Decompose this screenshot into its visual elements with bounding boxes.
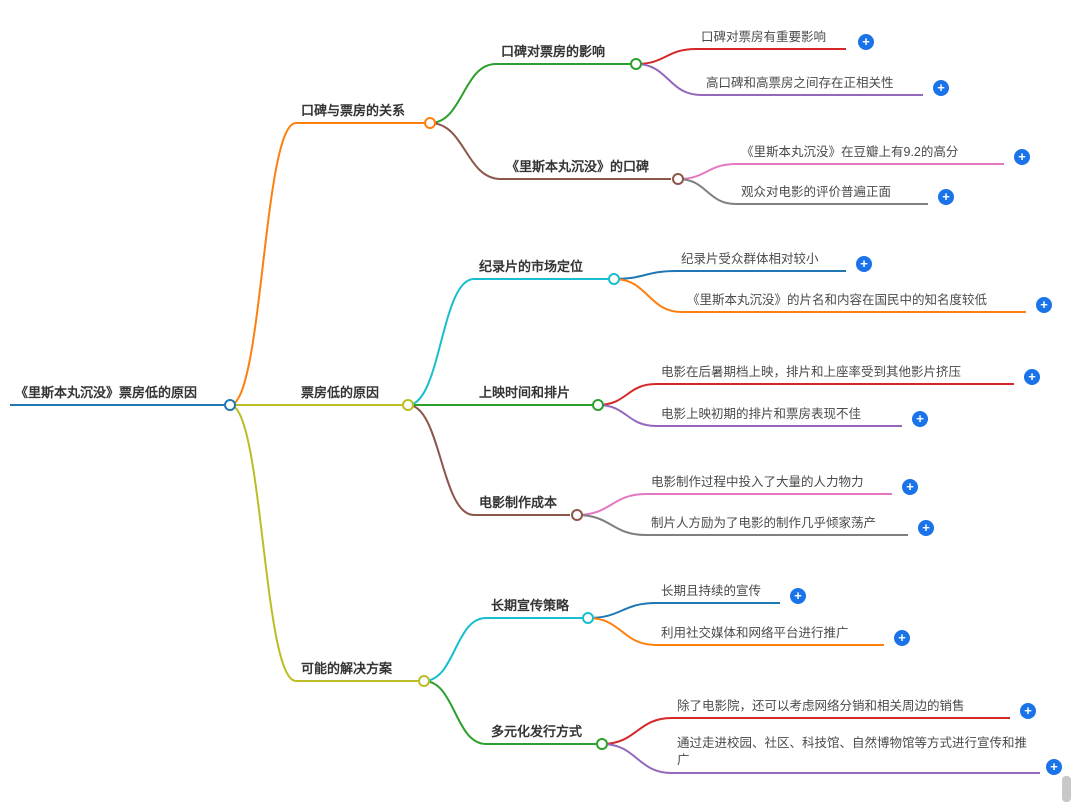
node-junction-circle[interactable]: [608, 273, 620, 285]
expand-button[interactable]: +: [918, 520, 934, 536]
mindmap-node-b1[interactable]: 口碑与票房的关系: [296, 102, 424, 124]
mindmap-node-l10[interactable]: 制片人方励为了电影的制作几乎倾家荡产: [646, 515, 908, 536]
node-junction-circle[interactable]: [672, 173, 684, 185]
mindmap-edge: [229, 122, 297, 406]
expand-button[interactable]: +: [1036, 297, 1052, 313]
node-junction-circle[interactable]: [582, 612, 594, 624]
mindmap-edge: [597, 383, 657, 406]
node-junction-circle[interactable]: [402, 399, 414, 411]
mindmap-node-l5[interactable]: 纪录片受众群体相对较小: [676, 251, 846, 272]
mindmap-edge: [635, 48, 697, 65]
mindmap-node-n2a[interactable]: 纪录片的市场定位: [474, 258, 608, 280]
mindmap-node-n3a[interactable]: 长期宣传策略: [486, 597, 582, 619]
mindmap-node-l4[interactable]: 观众对电影的评价普遍正面: [736, 184, 928, 205]
expand-button[interactable]: +: [894, 630, 910, 646]
mindmap-edge: [635, 63, 702, 96]
mindmap-node-l14[interactable]: 通过走进校园、社区、科技馆、自然博物馆等方式进行宣传和推广: [672, 735, 1040, 774]
node-junction-circle[interactable]: [571, 509, 583, 521]
expand-button[interactable]: +: [938, 189, 954, 205]
expand-button[interactable]: +: [1014, 149, 1030, 165]
mindmap-edge: [576, 514, 647, 536]
expand-button[interactable]: +: [1046, 759, 1062, 775]
mindmap-node-root[interactable]: 《里斯本丸沉没》票房低的原因: [10, 384, 226, 406]
mindmap-node-n2c[interactable]: 电影制作成本: [474, 494, 570, 516]
mindmap-node-l6[interactable]: 《里斯本丸沉没》的片名和内容在国民中的知名度较低: [682, 292, 1026, 313]
expand-button[interactable]: +: [790, 588, 806, 604]
mindmap-edge: [429, 122, 502, 180]
mindmap-node-l2[interactable]: 高口碑和高票房之间存在正相关性: [701, 75, 923, 96]
mindmap-edge: [429, 63, 497, 124]
mindmap-edge: [423, 617, 487, 682]
expand-button[interactable]: +: [858, 34, 874, 50]
mindmap-node-l1[interactable]: 口碑对票房有重要影响: [696, 29, 846, 50]
expand-button[interactable]: +: [933, 80, 949, 96]
mindmap-edge: [423, 680, 487, 745]
node-junction-circle[interactable]: [592, 399, 604, 411]
mindmap-node-n2b[interactable]: 上映时间和排片: [474, 384, 592, 406]
mindmap-edge: [597, 404, 657, 427]
scrollbar-thumb[interactable]: [1062, 776, 1071, 802]
mindmap-node-l7[interactable]: 电影在后暑期档上映，排片和上座率受到其他影片挤压: [656, 364, 1014, 385]
mindmap-edge: [576, 493, 647, 516]
mindmap-node-n3b[interactable]: 多元化发行方式: [486, 723, 596, 745]
mindmap-edge: [677, 163, 737, 180]
node-junction-circle[interactable]: [596, 738, 608, 750]
mindmap-node-n1b[interactable]: 《里斯本丸沉没》的口碑: [501, 158, 671, 180]
mindmap-node-n1a[interactable]: 口碑对票房的影响: [496, 43, 630, 65]
mindmap-edge: [677, 178, 737, 205]
mindmap-node-b3[interactable]: 可能的解决方案: [296, 660, 418, 682]
mindmap-node-l13[interactable]: 除了电影院，还可以考虑网络分销和相关周边的销售: [672, 698, 1010, 719]
node-junction-circle[interactable]: [224, 399, 236, 411]
mindmap-edge: [613, 278, 683, 313]
expand-button[interactable]: +: [1024, 369, 1040, 385]
mindmap-edge: [587, 617, 657, 646]
mindmap-edge: [407, 404, 475, 516]
expand-button[interactable]: +: [902, 479, 918, 495]
mindmap-edge: [613, 270, 677, 280]
node-junction-circle[interactable]: [630, 58, 642, 70]
node-junction-circle[interactable]: [418, 675, 430, 687]
mindmap-edge: [587, 602, 657, 619]
node-junction-circle[interactable]: [424, 117, 436, 129]
mindmap-node-l11[interactable]: 长期且持续的宣传: [656, 583, 780, 604]
mindmap-node-l3[interactable]: 《里斯本丸沉没》在豆瓣上有9.2的高分: [736, 144, 1004, 165]
mindmap-edge: [601, 717, 673, 745]
mindmap-node-l12[interactable]: 利用社交媒体和网络平台进行推广: [656, 625, 884, 646]
mindmap-edge: [407, 278, 475, 406]
expand-button[interactable]: +: [856, 256, 872, 272]
expand-button[interactable]: +: [1020, 703, 1036, 719]
mindmap-edge: [229, 404, 297, 682]
mindmap-node-l9[interactable]: 电影制作过程中投入了大量的人力物力: [646, 474, 892, 495]
mindmap-node-b2[interactable]: 票房低的原因: [296, 384, 402, 406]
mindmap-edge: [601, 743, 673, 774]
expand-button[interactable]: +: [912, 411, 928, 427]
mindmap-node-l8[interactable]: 电影上映初期的排片和票房表现不佳: [656, 406, 902, 427]
